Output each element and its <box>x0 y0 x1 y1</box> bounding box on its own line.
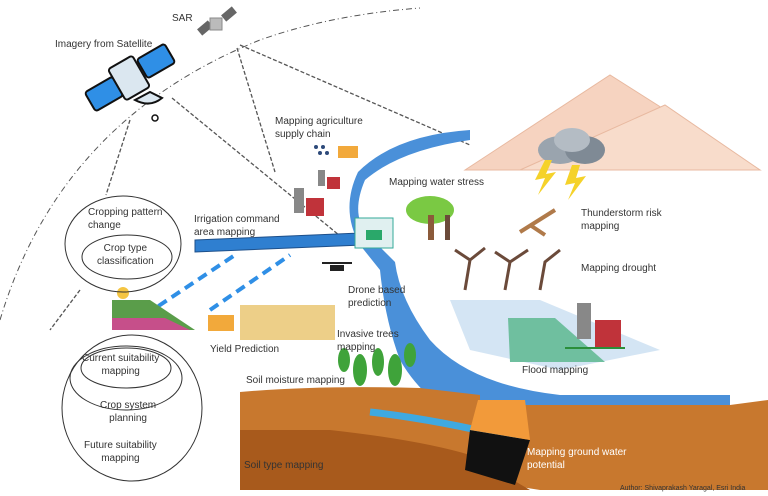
trees-water-stress <box>406 196 454 240</box>
label-water-stress: Mapping water stress <box>389 177 485 188</box>
irrigation-lines <box>143 253 292 317</box>
satellite-icon <box>84 43 176 122</box>
label-flood: Flood mapping <box>522 365 589 376</box>
ellipse-groups <box>61 195 203 482</box>
signal-lines <box>49 44 471 331</box>
label-yield: Yield Prediction <box>210 344 280 355</box>
truck-icon <box>338 146 358 158</box>
harvester-icon <box>208 315 234 331</box>
drone-icon <box>322 262 352 271</box>
people-icon <box>314 145 329 155</box>
invasive-trees-icon <box>338 343 416 386</box>
mountains <box>463 74 762 171</box>
dead-trees-icon <box>454 246 561 291</box>
label-drought: Mapping drought <box>581 263 657 274</box>
flood-field <box>508 318 605 362</box>
fallen-tree-icon <box>518 208 557 237</box>
dam-icon <box>354 217 394 249</box>
label-soil-moisture: Soil moisture mapping <box>246 375 345 386</box>
barn-icon <box>318 170 340 189</box>
thundercloud-icon <box>535 128 605 200</box>
label-soil-type: Soil type mapping <box>244 460 324 471</box>
wheat-field <box>240 305 335 340</box>
orbit-line <box>0 7 421 321</box>
sar-satellite-icon <box>197 6 237 36</box>
label-imagery: Imagery from Satellite <box>55 39 153 50</box>
label-sar: SAR <box>172 13 193 24</box>
barn-icon <box>565 303 625 349</box>
barn-icon <box>294 188 324 216</box>
author-credit: Author: Shivaprakash Yaragal, Esri India <box>620 485 746 492</box>
aquifer <box>465 430 530 485</box>
sun-icon <box>117 287 129 299</box>
river <box>349 130 730 440</box>
